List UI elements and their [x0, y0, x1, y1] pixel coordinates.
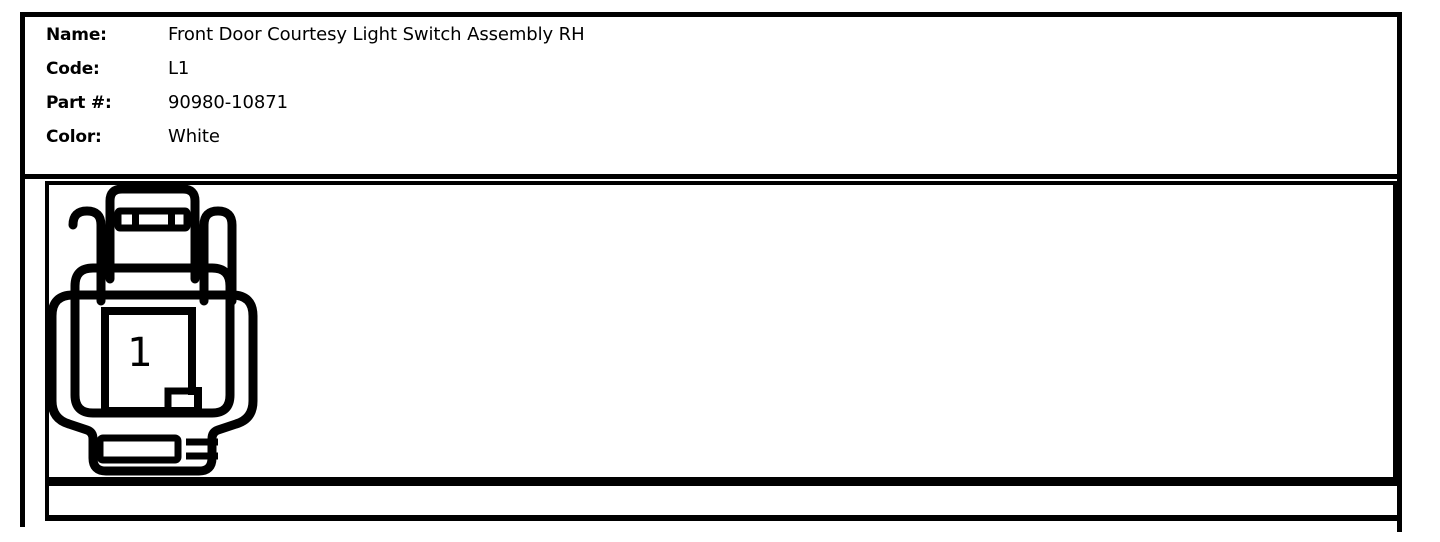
connector-outer-shell	[47, 290, 258, 476]
info-label-part-number: Part #:	[46, 93, 112, 113]
cavity-1-key-notch	[164, 387, 202, 415]
info-row-part-number: Part #: 90980-10871	[46, 92, 1046, 126]
info-row-name: Name: Front Door Courtesy Light Switch A…	[46, 24, 1046, 58]
info-value-color: White	[168, 126, 220, 147]
latch-slot-upper	[114, 207, 191, 232]
part-info-block: Name: Front Door Courtesy Light Switch A…	[46, 24, 1046, 160]
connector-right-rib	[199, 206, 237, 306]
connector-bottom-slots	[96, 434, 218, 464]
connector-latch-dividers	[132, 211, 175, 228]
connector-latch-slots	[114, 207, 191, 232]
outer-border-left	[20, 12, 25, 527]
info-row-color: Color: White	[46, 126, 1046, 160]
info-value-name: Front Door Courtesy Light Switch Assembl…	[168, 24, 585, 45]
info-label-color: Color:	[46, 127, 102, 147]
outer-border-top	[20, 12, 1402, 17]
outer-border-right	[1397, 12, 1402, 532]
connector-inner-wall	[70, 263, 235, 418]
info-row-code: Code: L1	[46, 58, 1046, 92]
connector-diagram-panel	[45, 181, 1397, 481]
latch-divider-left	[132, 211, 139, 228]
bottom-slot-wide	[96, 434, 182, 464]
header-separator	[20, 174, 1402, 179]
info-label-code: Code:	[46, 59, 100, 79]
latch-divider-right	[168, 211, 175, 228]
connector-face-svg: 1	[47, 184, 258, 476]
connector-illustration: 1	[40, 183, 265, 483]
connector-latch-tower	[105, 184, 200, 284]
connector-left-rib	[68, 206, 106, 306]
info-value-code: L1	[168, 58, 190, 79]
panel-left-edge	[45, 181, 49, 521]
table-row-separator-1	[45, 481, 1397, 486]
info-value-part-number: 90980-10871	[168, 92, 288, 113]
info-label-name: Name:	[46, 25, 107, 45]
table-row-separator-2	[45, 515, 1402, 521]
cavity-1-number: 1	[127, 330, 152, 376]
